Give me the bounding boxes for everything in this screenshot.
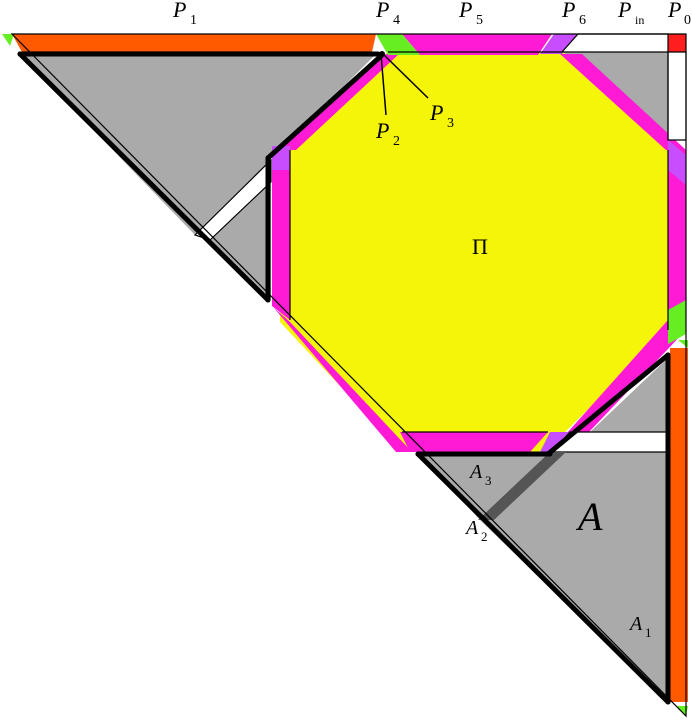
svg-text:P: P xyxy=(458,0,472,22)
svg-text:in: in xyxy=(635,13,644,27)
label-P4: P 4 xyxy=(375,0,400,28)
label-P6: P 6 xyxy=(561,0,586,28)
magenta-band-bottom xyxy=(400,432,548,452)
svg-text:3: 3 xyxy=(447,116,454,131)
svg-text:3: 3 xyxy=(485,473,492,488)
region-A-A1 xyxy=(480,452,668,702)
purple-piece-P6 xyxy=(540,34,578,54)
purple-piece-right xyxy=(668,140,686,185)
label-P1: P 1 xyxy=(172,0,197,28)
red-corner-P0 xyxy=(668,34,686,52)
orange-strip-right xyxy=(670,348,688,702)
magenta-band-top-right xyxy=(560,54,686,150)
white-strip-right-top xyxy=(667,51,687,141)
label-A3: A 3 xyxy=(468,461,492,488)
magenta-band-right xyxy=(668,150,686,320)
svg-text:P: P xyxy=(561,0,575,22)
svg-text:P: P xyxy=(429,100,443,125)
magenta-band-bottom-left xyxy=(274,308,412,452)
label-P3: P 3 xyxy=(429,100,454,131)
svg-text:0: 0 xyxy=(684,13,691,28)
label-Pi: Π xyxy=(472,234,488,259)
svg-text:5: 5 xyxy=(476,13,483,28)
svg-text:A: A xyxy=(464,517,479,539)
label-A: A xyxy=(575,494,603,539)
label-A2: A 2 xyxy=(464,517,488,544)
leader-lines xyxy=(380,53,429,116)
svg-text:A: A xyxy=(468,461,483,483)
octagon-pi xyxy=(280,52,668,452)
svg-text:A: A xyxy=(575,494,603,539)
magenta-band-top xyxy=(402,34,552,55)
svg-text:2: 2 xyxy=(481,529,488,544)
orange-strip-top xyxy=(12,34,376,52)
region-A3 xyxy=(418,452,550,520)
green-piece-P4 xyxy=(376,34,420,55)
svg-text:6: 6 xyxy=(579,13,586,28)
gray-region-right-mid xyxy=(590,358,668,432)
svg-text:2: 2 xyxy=(393,134,400,149)
svg-text:P: P xyxy=(172,0,186,22)
point-P2-P3 xyxy=(379,51,385,57)
svg-text:1: 1 xyxy=(645,625,652,640)
svg-text:P: P xyxy=(617,0,631,22)
outline-thick xyxy=(17,51,671,705)
green-piece-right xyxy=(668,300,686,344)
label-P5: P 5 xyxy=(458,0,483,28)
green-piece-top-left xyxy=(2,34,14,46)
magenta-band-bottom-right xyxy=(550,320,686,452)
dark-strip-A2 xyxy=(478,452,566,520)
svg-text:A: A xyxy=(628,613,643,635)
label-P2: P 2 xyxy=(375,118,400,149)
label-A1: A 1 xyxy=(628,613,652,640)
gray-region-top-left xyxy=(18,52,378,235)
svg-text:1: 1 xyxy=(190,13,197,28)
gray-region-left-small xyxy=(210,182,271,300)
label-Pin: P in xyxy=(617,0,644,27)
svg-text:Π: Π xyxy=(472,234,488,259)
white-strip-top-right xyxy=(560,33,669,53)
label-P0: P 0 xyxy=(667,0,691,28)
svg-text:P: P xyxy=(667,0,681,22)
magenta-band-left xyxy=(272,170,290,320)
svg-text:P: P xyxy=(375,118,389,143)
svg-text:P: P xyxy=(375,0,389,22)
svg-text:4: 4 xyxy=(393,13,400,28)
